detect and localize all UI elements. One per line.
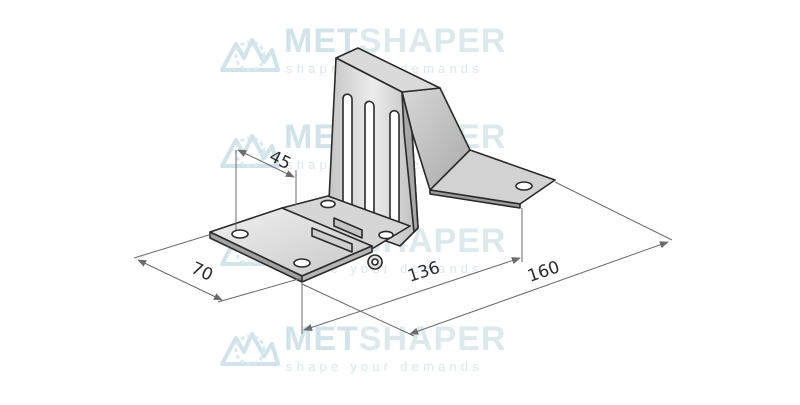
watermark-bottom: METSHAPER shape your demands — [220, 320, 505, 374]
wall-slot — [364, 100, 375, 223]
watermark-brand: METSHAPER — [284, 22, 506, 60]
dimension-line-160 — [409, 241, 669, 335]
logo-icon — [220, 38, 280, 72]
watermark-brand-suffix: SHAPER — [359, 22, 507, 60]
dimension-lines — [133, 149, 673, 337]
hinge-knuckle — [333, 217, 363, 239]
dimension-label-70: 70 — [188, 258, 216, 285]
logo-icon — [220, 332, 280, 366]
watermark-tagline: shape your demands — [286, 359, 483, 374]
extension-line — [301, 283, 415, 337]
extension-line — [217, 277, 303, 303]
watermark-brand-prefix: MET — [284, 320, 359, 358]
dimension-line-45 — [237, 149, 295, 178]
wall-slot — [342, 93, 353, 214]
hinge-knuckle — [311, 227, 353, 253]
extension-line — [133, 233, 213, 259]
vertical-wall-edge — [401, 91, 419, 233]
hinge-plate-hole — [320, 199, 336, 209]
extension-line — [554, 181, 673, 241]
dimension-label-160: 160 — [525, 257, 562, 286]
hinge-plate-hole — [378, 230, 394, 240]
left-plate-hole — [293, 258, 311, 268]
dimension-line-70 — [137, 259, 223, 301]
right-foot-hole — [515, 181, 533, 191]
right-foot-edge — [429, 189, 521, 209]
hinge-pin-center — [371, 258, 379, 266]
wall-slot — [389, 109, 400, 228]
left-plate-hole — [231, 229, 249, 239]
